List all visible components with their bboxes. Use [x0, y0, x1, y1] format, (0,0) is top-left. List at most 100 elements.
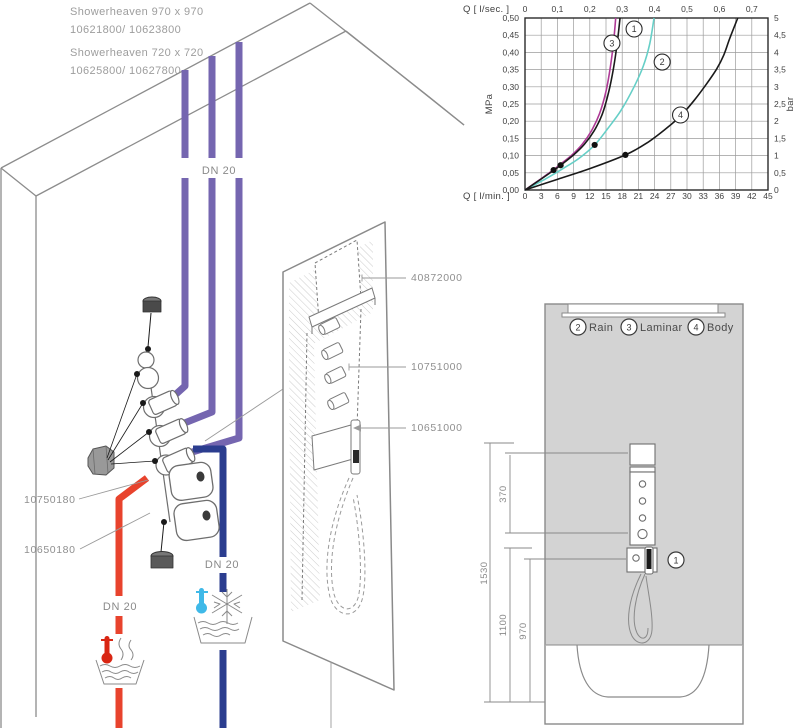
supply-pipes-purple: [172, 42, 243, 457]
shower-panel-plane: [282, 221, 395, 728]
chart-data-marker: [550, 166, 557, 174]
outlet-cylinder-1: [148, 389, 180, 415]
svg-text:27: 27: [666, 191, 676, 201]
snowflake-icon: [211, 589, 243, 624]
svg-text:0,1: 0,1: [551, 4, 563, 14]
panel-hose: [628, 573, 653, 644]
svg-text:0,7: 0,7: [746, 4, 758, 14]
svg-text:0,20: 0,20: [502, 116, 519, 126]
concealed-valve-assembly: [87, 296, 220, 569]
svg-text:1,5: 1,5: [774, 133, 786, 143]
spray-legend: 2 Rain 3 Laminar 4 Body: [569, 318, 733, 336]
svg-text:9: 9: [571, 191, 576, 201]
svg-text:45: 45: [763, 191, 773, 201]
dim-970: 970: [518, 622, 529, 639]
svg-text:2: 2: [774, 116, 779, 126]
cold-water-icon: [193, 588, 253, 644]
outlet-cylinder-3: [162, 447, 196, 473]
svg-text:0,4: 0,4: [649, 4, 661, 14]
dim-1100: 1100: [498, 614, 509, 636]
valve-part-labels: 10750180 10650180: [24, 479, 151, 556]
chart-right-axis-title: bar: [785, 97, 796, 112]
knob-fit-lines: [106, 373, 156, 465]
chart-curve-label-4: [671, 106, 690, 124]
svg-text:0: 0: [774, 185, 779, 195]
svg-text:4,5: 4,5: [774, 30, 786, 40]
svg-text:12: 12: [585, 191, 595, 201]
svg-text:0,25: 0,25: [502, 99, 519, 109]
part-label-thermostat: 10750180: [24, 494, 76, 506]
product-code-1: 10621800/ 10623800: [70, 24, 181, 36]
handshower-hose: [326, 477, 366, 615]
svg-text:24: 24: [650, 191, 660, 201]
svg-text:1: 1: [774, 151, 779, 161]
svg-text:33: 33: [698, 191, 708, 201]
cold-thermometer-icon: [196, 588, 208, 614]
svg-text:0,30: 0,30: [502, 82, 519, 92]
dn20-label-hot: DN 20: [103, 601, 137, 613]
svg-text:3: 3: [609, 38, 614, 48]
chart-top-axis-title: Q [ l/sec. ]: [463, 4, 509, 15]
handle-knob: [87, 445, 115, 476]
dim-370: 370: [498, 485, 509, 502]
thermostat-handle-1: [168, 461, 214, 501]
svg-text:4: 4: [678, 110, 683, 120]
bathtub: [576, 644, 710, 698]
svg-text:0: 0: [523, 191, 528, 201]
svg-text:2,5: 2,5: [774, 99, 786, 109]
supply-pipe-2: [180, 56, 216, 428]
svg-text:21: 21: [634, 191, 644, 201]
dn20-label-top: DN 20: [202, 165, 236, 177]
svg-text:2: 2: [660, 57, 665, 67]
svg-text:0,3: 0,3: [616, 4, 628, 14]
svg-text:36: 36: [715, 191, 725, 201]
svg-text:0,6: 0,6: [713, 4, 725, 14]
product-code-2: 10625800/ 10627800: [70, 65, 181, 77]
svg-text:5: 5: [774, 13, 779, 23]
svg-text:39: 39: [731, 191, 741, 201]
dimension-lines: [484, 442, 628, 703]
svg-text:30: 30: [682, 191, 692, 201]
legend-num-laminar: 3: [626, 323, 631, 333]
thermostat-handle-2: [173, 499, 220, 542]
svg-text:0,05: 0,05: [502, 168, 519, 178]
svg-text:4: 4: [774, 47, 779, 57]
svg-text:42: 42: [747, 191, 757, 201]
legend-num-rain: 2: [575, 323, 580, 333]
valve-panel-link-line: [204, 388, 284, 442]
svg-text:0,50: 0,50: [502, 13, 519, 23]
legend-label-rain: Rain: [589, 322, 613, 334]
chart-data-marker: [557, 162, 564, 169]
callout-1-number: 1: [673, 556, 678, 566]
svg-text:0,5: 0,5: [681, 4, 693, 14]
svg-text:0,45: 0,45: [502, 30, 519, 40]
product-line-1: Showerheaven 970 x 970: [70, 6, 204, 18]
svg-text:1: 1: [632, 24, 637, 34]
svg-text:3: 3: [539, 191, 544, 201]
shower-panel-front: [626, 443, 658, 644]
hot-thermometer-icon: [101, 636, 113, 664]
wall-outline: [0, 2, 465, 728]
chart-curve-label-3: [603, 34, 621, 52]
chart-curve-label-1: [625, 20, 643, 38]
cold-pipe-blue: [193, 445, 227, 728]
svg-text:0,15: 0,15: [502, 133, 519, 143]
svg-text:0,10: 0,10: [502, 151, 519, 161]
svg-text:6: 6: [555, 191, 560, 201]
overhead-shower: [567, 303, 719, 314]
hot-pipe-red: [115, 475, 150, 728]
chart-left-axis-title: MPa: [484, 93, 495, 114]
part-label-mirror: 40872000: [411, 272, 463, 284]
svg-text:18: 18: [617, 191, 627, 201]
part-label-handshower: 10651000: [411, 422, 463, 434]
svg-text:3,5: 3,5: [774, 65, 786, 75]
chart-curve-label-2: [653, 53, 671, 71]
svg-text:0,40: 0,40: [502, 47, 519, 57]
dim-1530: 1530: [479, 561, 490, 584]
legend-label-laminar: Laminar: [640, 322, 683, 334]
chart-curve-2-rain: [524, 17, 655, 191]
